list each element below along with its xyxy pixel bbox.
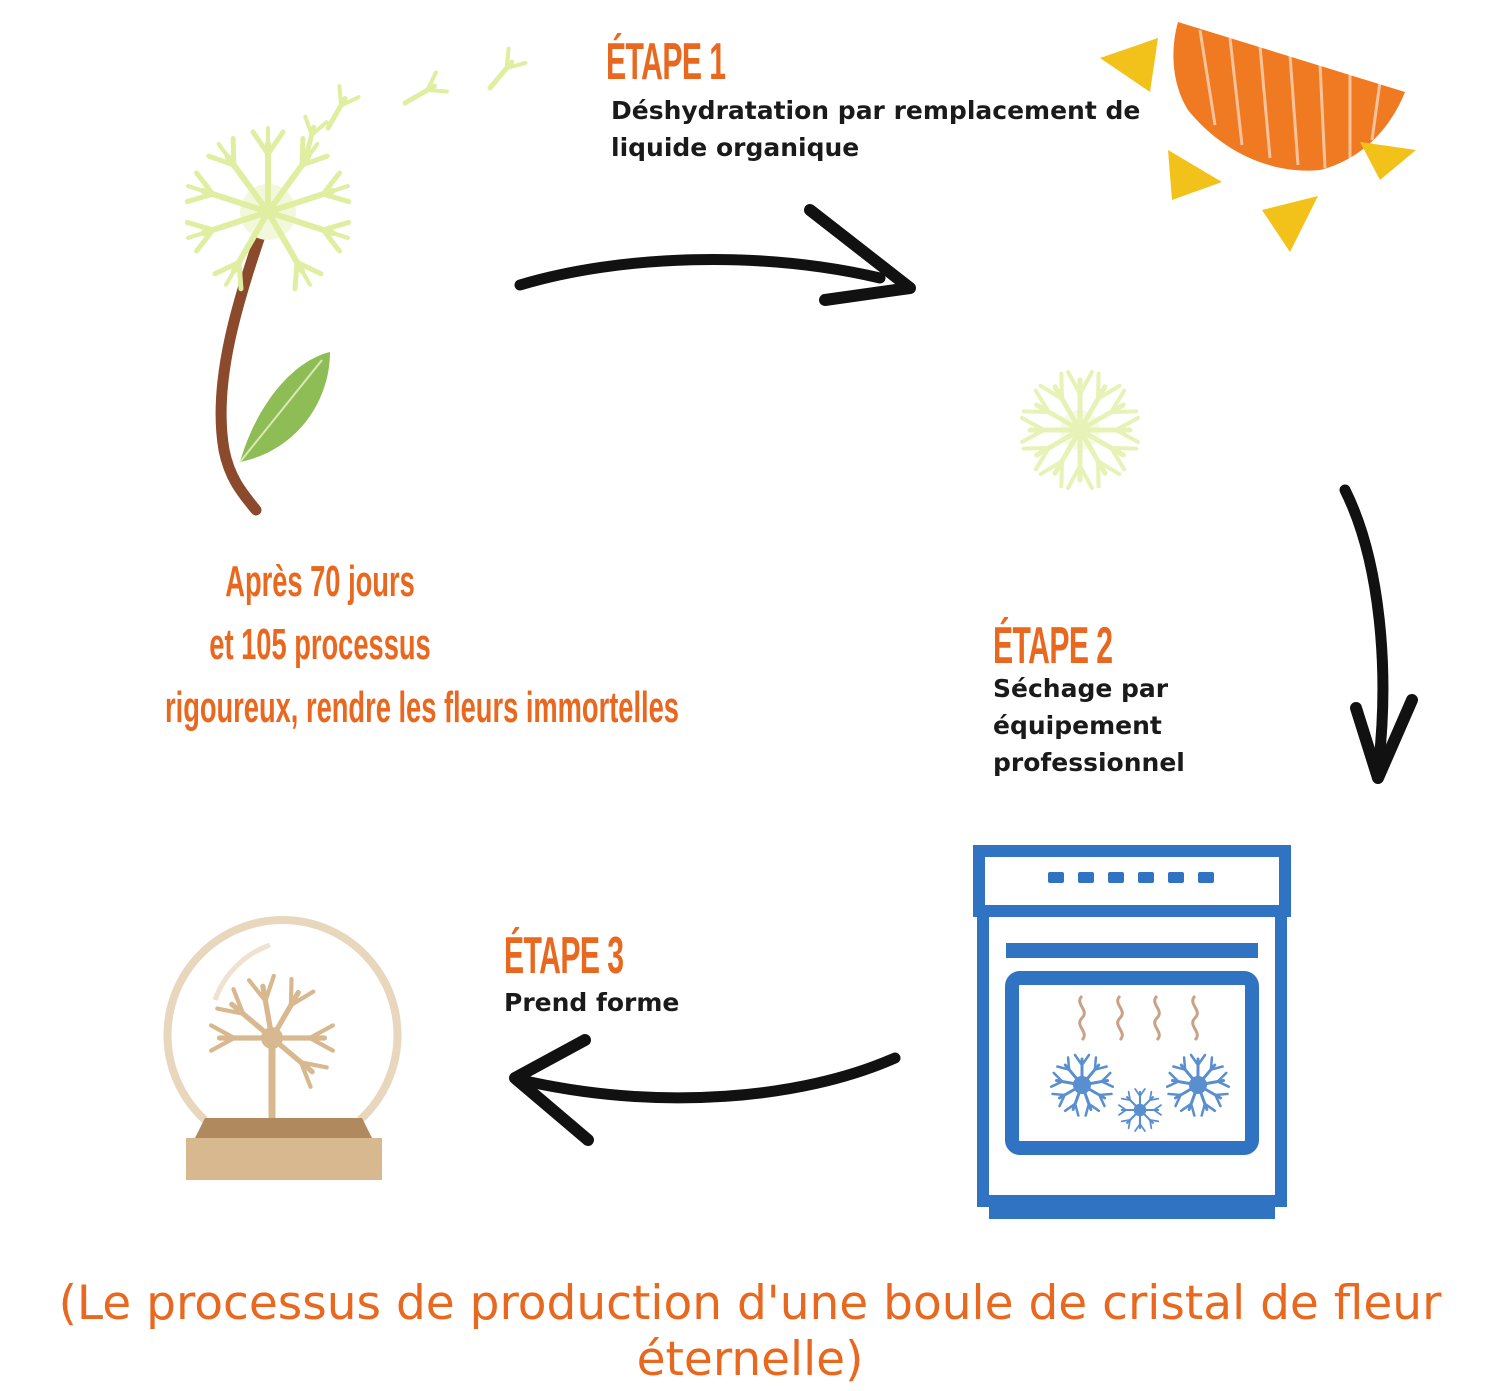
dandelion-icon: [183, 49, 525, 516]
step-2-title: ÉTAPE 2: [993, 617, 1113, 675]
step-1-line: liquide organique: [611, 133, 860, 162]
arrow-left-icon: [509, 1034, 901, 1146]
intro-line: Après 70 jours: [225, 557, 415, 606]
step-2-line: équipement: [993, 711, 1162, 740]
intro-line: et 105 processus: [209, 620, 431, 669]
caption: (Le processus de production d'une boule …: [0, 1276, 1500, 1388]
intro-line: rigoureux, rendre les fleurs immortelles: [165, 683, 679, 732]
step-2-line: professionnel: [993, 748, 1185, 777]
caption-line: éternelle): [636, 1332, 864, 1387]
step-3-title: ÉTAPE 3: [504, 927, 624, 985]
step-3-line: Prend forme: [504, 988, 680, 1017]
step-2-description: Séchage par équipement professionnel: [993, 670, 1185, 781]
step-1-description: Déshydratation par remplacement de liqui…: [611, 92, 1140, 166]
intro-text: Après 70 jours et 105 processus rigoureu…: [70, 550, 679, 739]
caption-line: (Le processus de production d'une boule …: [58, 1276, 1442, 1331]
seed-head-icon: [1022, 372, 1138, 488]
oven-icon: [973, 845, 1291, 1219]
step-1-title: ÉTAPE 1: [606, 33, 726, 91]
step-1-line: Déshydratation par remplacement de: [611, 96, 1141, 125]
sun-icon: [1100, 22, 1416, 252]
arrow-right-icon: [514, 204, 916, 306]
crystal-globe-icon: [163, 916, 402, 1180]
arrow-down-icon: [1339, 484, 1418, 784]
step-3-description: Prend forme: [504, 984, 679, 1021]
step-2-line: Séchage par: [993, 674, 1169, 703]
